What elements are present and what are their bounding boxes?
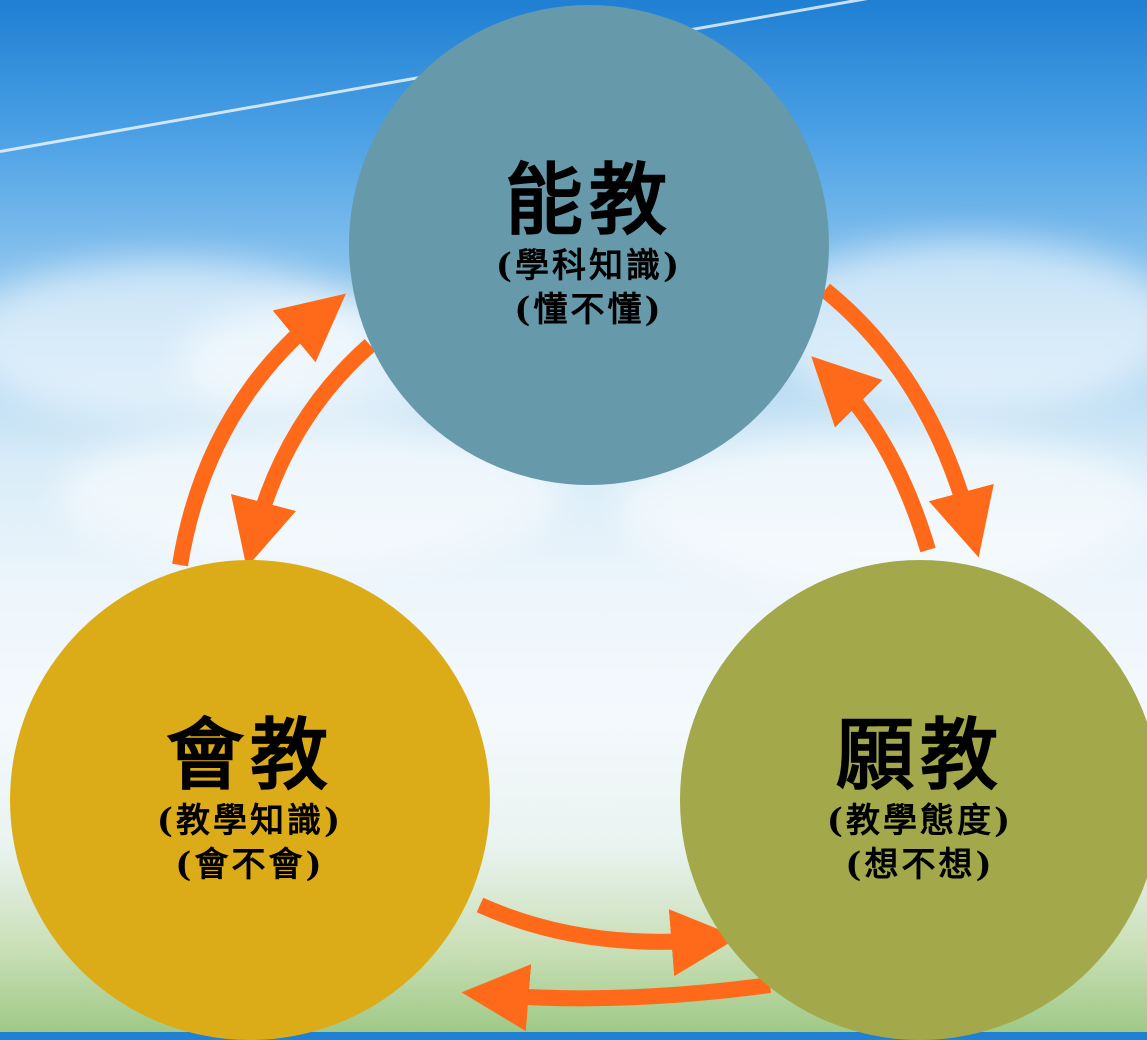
- node-title: 願教: [835, 709, 1004, 801]
- node-subtitle: (會不會): [175, 844, 325, 885]
- node-subtitle: (懂不懂): [514, 289, 664, 330]
- node-know-how-to-teach: 會教 (教學知識) (會不會): [10, 560, 490, 1040]
- node-subtitle: (教學知識): [156, 800, 344, 841]
- node-title: 能教: [504, 154, 673, 246]
- arrow-left-to-right: [476, 897, 739, 977]
- node-subtitle: (想不想): [845, 844, 995, 885]
- node-subtitle: (學科知識): [495, 245, 683, 286]
- node-willing-to-teach: 願教 (教學態度) (想不想): [680, 560, 1147, 1040]
- arrow-top-to-left: [230, 339, 376, 568]
- arrow-top-to-right: [819, 283, 994, 558]
- arrow-left-to-top: [172, 293, 346, 567]
- arrow-right-to-top: [811, 356, 936, 553]
- node-title: 會教: [165, 709, 334, 801]
- node-able-to-teach: 能教 (學科知識) (懂不懂): [349, 5, 829, 485]
- arrow-right-to-left: [461, 964, 772, 1032]
- node-subtitle: (教學態度): [826, 800, 1014, 841]
